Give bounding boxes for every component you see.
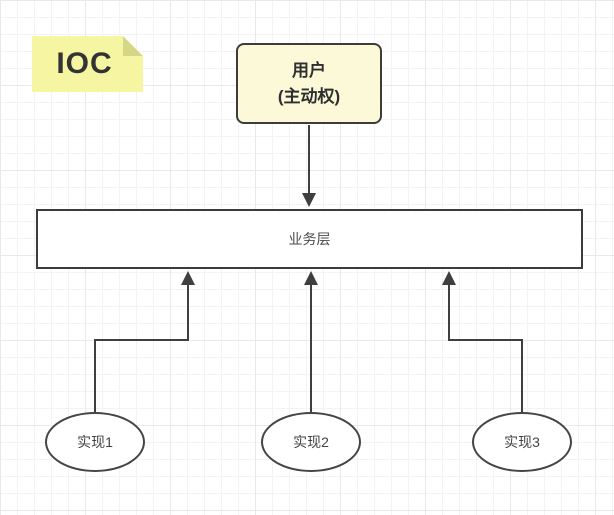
ioc-sticky-note: IOC <box>32 36 143 92</box>
node-user-label-line1: 用户 <box>292 60 326 80</box>
node-impl2-label: 实现2 <box>293 434 329 450</box>
note-label: IOC <box>56 47 113 80</box>
arrow-user-to-business <box>302 125 316 207</box>
node-impl1: 实现1 <box>45 412 145 472</box>
arrow-impl1-to-business <box>94 271 195 412</box>
node-impl3: 实现3 <box>472 412 572 472</box>
node-user: 用户 (主动权) <box>236 43 382 124</box>
node-impl3-label: 实现3 <box>504 434 540 450</box>
node-business-label: 业务层 <box>288 231 331 247</box>
node-impl2: 实现2 <box>261 412 361 472</box>
node-business-layer: 业务层 <box>36 209 583 269</box>
node-user-label-line2: (主动权) <box>277 86 341 106</box>
note-folded-corner-icon <box>123 36 143 56</box>
arrow-impl3-to-business <box>442 271 523 412</box>
node-impl1-label: 实现1 <box>77 434 113 450</box>
arrow-impl2-to-business <box>304 271 318 412</box>
